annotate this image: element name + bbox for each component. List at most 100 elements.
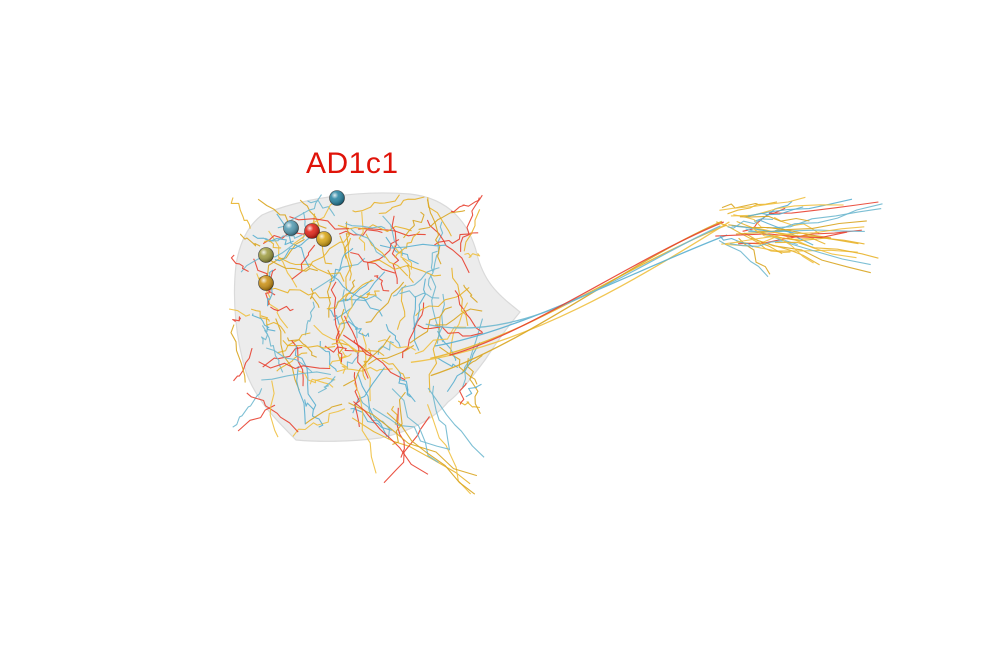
neurite-branch: [460, 197, 480, 252]
neurite-branch: [466, 358, 481, 415]
terminal-branch: [736, 226, 865, 243]
neurite-branch: [402, 302, 425, 359]
neurite-branch: [317, 376, 336, 394]
soma-sphere-shading: [329, 190, 345, 206]
neurite-branch: [399, 290, 440, 299]
neurite-branch: [385, 324, 401, 348]
soma-markers: [258, 190, 345, 291]
neurite-branch: [232, 316, 242, 323]
neurite-branch: [415, 286, 470, 317]
neurite-branch: [398, 371, 416, 403]
terminal-branch: [729, 240, 798, 247]
neurite-branch: [239, 233, 261, 247]
neurite-arbors: [228, 194, 883, 495]
neurite-branch: [237, 404, 276, 432]
neurite-branch: [331, 274, 383, 317]
neurite-branch: [276, 213, 310, 269]
neurite-branch: [260, 323, 269, 345]
terminal-branch: [731, 225, 799, 235]
neurite-branch: [304, 301, 315, 336]
terminal-branch: [719, 235, 754, 248]
neurite-branch: [465, 383, 482, 398]
neurite-branch: [261, 371, 331, 381]
neurite-branch: [463, 209, 481, 252]
neurite-branch: [230, 254, 249, 272]
neurite-branch: [340, 351, 349, 374]
terminal-branch: [735, 220, 867, 235]
neuropil-mesh: [233, 192, 521, 442]
terminal-branch: [774, 203, 883, 232]
neurite-branch: [296, 366, 306, 425]
neurite-branch: [368, 259, 442, 277]
neurite-branch: [446, 342, 481, 393]
neurite-branch: [292, 408, 346, 437]
neurite-branch: [251, 313, 276, 332]
neurite-branch: [264, 259, 318, 272]
neurite-branch: [289, 216, 349, 230]
neurite-branch: [230, 197, 251, 229]
neurite-branch: [350, 228, 386, 258]
terminal-branch: [739, 215, 810, 222]
neurite-branch: [342, 289, 358, 339]
neurite-branch: [454, 290, 483, 333]
neurite-branch: [307, 199, 336, 217]
neurite-branch: [393, 245, 413, 270]
neurite-branch: [459, 382, 467, 405]
neurite-branch: [412, 278, 427, 330]
soma-sphere-shading: [304, 223, 320, 239]
terminal-branch: [743, 198, 853, 218]
neurite-branch: [413, 296, 420, 351]
neurite-branch: [258, 361, 331, 370]
neurite-branch: [337, 308, 345, 365]
neurite-branch: [260, 315, 286, 334]
terminal-branch: [774, 241, 879, 259]
neurite-branch: [339, 235, 352, 281]
neurite-branch: [291, 244, 316, 280]
neurite-branch: [326, 269, 333, 318]
neurite-branch: [263, 239, 282, 249]
neurite-branch: [451, 267, 469, 326]
terminal-branch: [758, 243, 791, 253]
soma-sphere-shading: [316, 231, 332, 247]
neurite-branch: [356, 372, 388, 438]
neurite-branch: [414, 326, 467, 355]
terminal-branch: [754, 230, 859, 245]
neurite-branch: [336, 295, 353, 337]
neurite-branch: [437, 330, 457, 361]
neurite-branch: [326, 279, 374, 310]
neurite-branch: [358, 227, 426, 237]
neurite-branch: [462, 318, 484, 388]
neurite-branch: [417, 324, 484, 337]
neurite-branch: [232, 388, 263, 428]
neurite-branch: [365, 233, 409, 277]
neurite-branch: [276, 332, 311, 354]
neurite-branch: [348, 402, 478, 477]
neurite-branch: [252, 234, 294, 246]
neurite-branch: [343, 335, 391, 387]
neurite-branch: [365, 281, 405, 323]
neurite-branch: [362, 348, 372, 381]
neurite-branch: [309, 377, 336, 385]
neurite-branch: [381, 359, 411, 379]
neurite-branch: [275, 318, 300, 391]
neurite-branch: [330, 281, 340, 343]
neurite-branch: [426, 199, 442, 265]
neurite-branch: [233, 347, 253, 382]
axon-tract: [425, 225, 721, 329]
cell-type-label: AD1c1: [306, 147, 399, 180]
terminal-branch: [721, 202, 758, 209]
neurite-branch: [450, 194, 483, 213]
neurite-branch: [309, 287, 320, 308]
neurite-branch: [418, 209, 466, 230]
neurite-branch: [282, 340, 336, 349]
neurite-branch: [276, 352, 308, 372]
neurite-branch: [386, 412, 476, 495]
neurite-branch: [463, 284, 478, 303]
neurite-branch: [347, 320, 370, 337]
neurite-branch: [392, 391, 406, 446]
neurite-branch: [250, 308, 270, 322]
neurite-branch: [464, 252, 481, 259]
neurite-branch: [352, 194, 400, 213]
soma-sphere-shading: [283, 220, 299, 236]
neurite-branch: [391, 388, 439, 463]
